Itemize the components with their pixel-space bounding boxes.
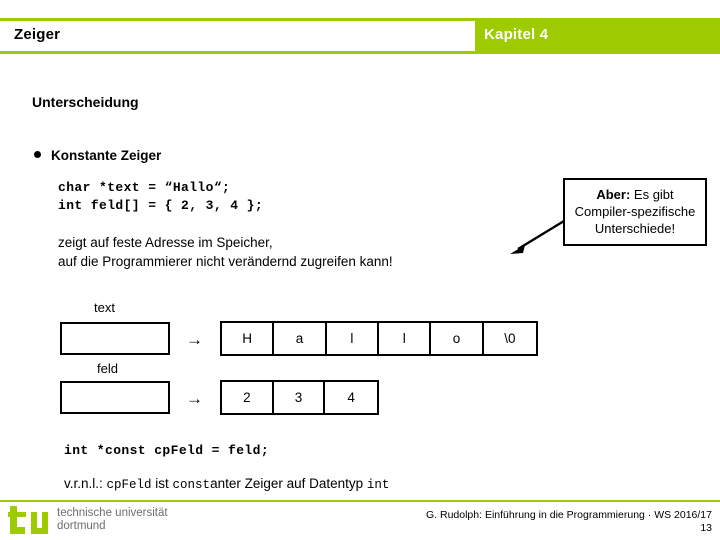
note-mono-const: const <box>172 478 211 492</box>
section-heading: Unterscheidung <box>32 94 139 110</box>
footer-page-number: 13 <box>700 522 712 534</box>
callout-lead: Aber: <box>596 187 631 202</box>
code-declaration: char *text = “Hallo“; int feld[] = { 2, … <box>58 180 264 213</box>
memory-cell: l <box>327 323 380 354</box>
note-mid-1: ist <box>151 476 173 491</box>
tu-dortmund-logo: technische universität dortmund <box>8 506 168 534</box>
note-prefix: v.r.n.l.: <box>64 476 107 491</box>
header-rule-bottom <box>0 51 720 54</box>
arrow-down-left-icon <box>510 219 565 254</box>
tu-logo-line-2: dortmund <box>57 520 106 532</box>
memory-cell: \0 <box>504 331 516 346</box>
memory-cell: 4 <box>347 390 355 405</box>
diagram-label-text: text <box>94 300 115 315</box>
note-mono-cpfeld: cpFeld <box>106 478 152 492</box>
memory-cell: 2 <box>222 382 274 413</box>
pointer-box-feld <box>60 381 170 414</box>
pointer-arrow-feld: → <box>186 389 203 408</box>
header-rule-top <box>0 18 720 21</box>
memory-cells-feld: 2 3 4 <box>220 380 379 415</box>
bullet-item-label: Konstante Zeiger <box>51 148 162 163</box>
memory-cell: l <box>379 323 432 354</box>
memory-cells-text: H a l l o \0 <box>220 321 538 356</box>
callout-box: Aber: Es gibt Compiler-spezifische Unter… <box>563 178 707 246</box>
footer-credit: G. Rudolph: Einführung in die Programmie… <box>426 509 712 521</box>
bullet-dot-icon <box>34 151 41 158</box>
bullet-item-konstante-zeiger: Konstante Zeiger <box>34 148 161 163</box>
page-title: Zeiger <box>14 26 61 43</box>
header-chapter-block <box>475 18 720 54</box>
memory-cell: H <box>222 323 275 354</box>
note-mid-2: anter Zeiger auf Datentyp <box>210 476 367 491</box>
pointer-arrow-text: → <box>186 330 203 349</box>
note-mono-int: int <box>366 478 390 492</box>
callout-rest: Es gibt Compiler-spezifische Unterschied… <box>574 187 696 236</box>
diagram-label-feld: feld <box>97 361 118 376</box>
description-text: zeigt auf feste Adresse im Speicher, auf… <box>58 235 393 269</box>
tu-logo-line-1: technische universität <box>57 507 168 519</box>
footer-rule <box>0 500 720 502</box>
slide-header: Zeiger Kapitel 4 <box>0 18 720 54</box>
memory-cell: o <box>431 323 484 354</box>
tu-logo-icon <box>8 506 48 534</box>
tu-logo-text: technische universität dortmund <box>57 507 168 533</box>
code-const-pointer: int *const cpFeld = feld; <box>64 443 270 458</box>
memory-cell: a <box>274 323 327 354</box>
memory-cell: 3 <box>274 382 326 413</box>
note-line: v.r.n.l.: cpFeld ist constanter Zeiger a… <box>64 476 389 492</box>
chapter-label: Kapitel 4 <box>484 26 549 43</box>
pointer-box-text <box>60 322 170 355</box>
